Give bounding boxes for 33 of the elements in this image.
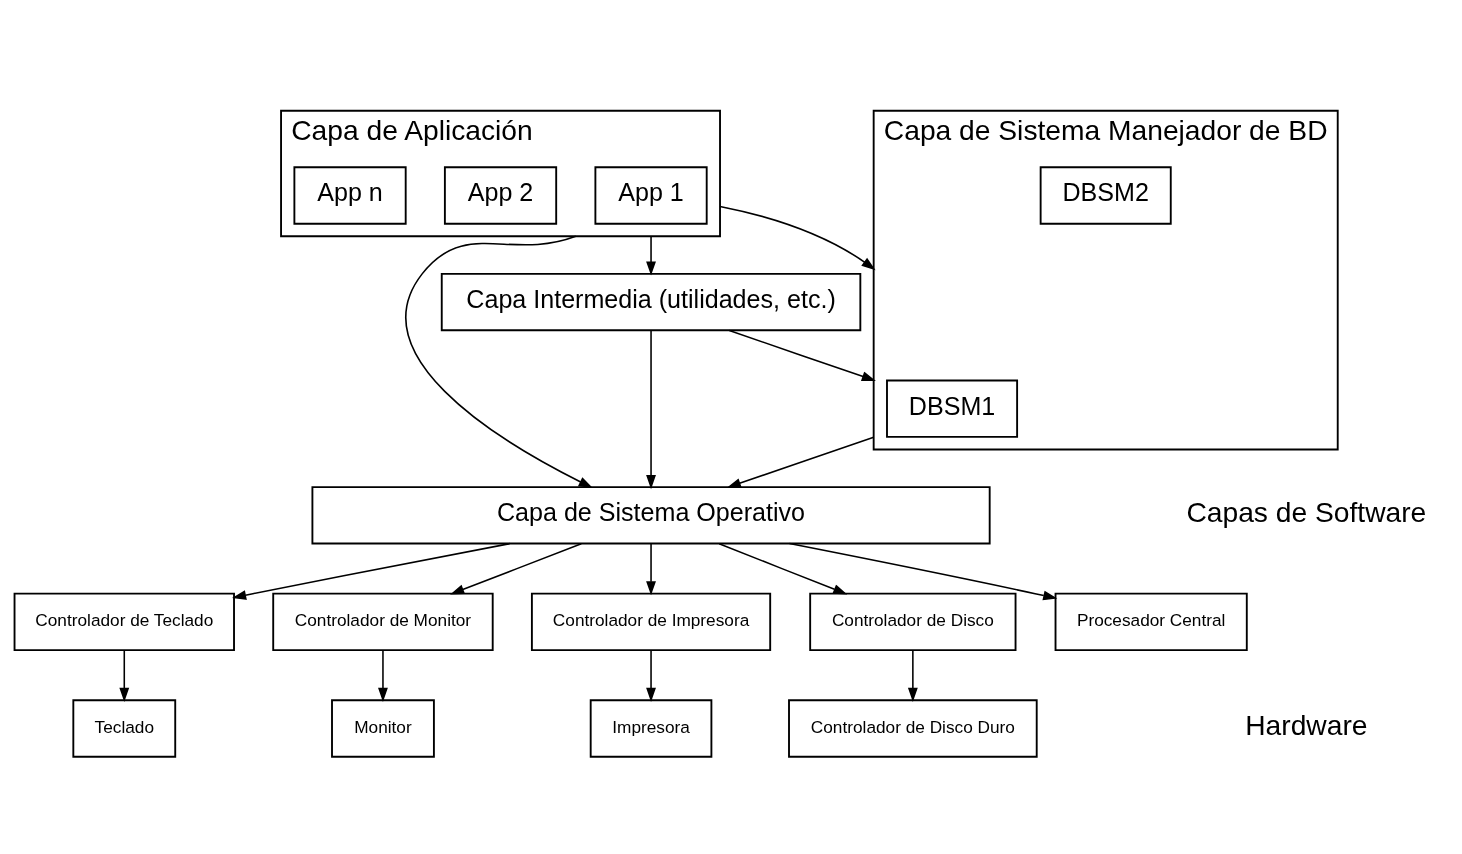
- node-box: DBSM2: [1039, 165, 1172, 225]
- arrow: [646, 329, 656, 489]
- node-box: Impresora: [589, 698, 713, 758]
- node-box: Procesador Central: [1054, 592, 1248, 651]
- node-box: Controlador de Disco Duro: [788, 698, 1038, 758]
- node-box: App 1: [594, 165, 708, 225]
- arrow: [907, 649, 918, 702]
- label: Capas de Software: [1186, 495, 1427, 528]
- node-box: DBSM1: [886, 379, 1019, 438]
- arrow: [405, 234, 593, 488]
- arrow: [788, 542, 1058, 600]
- arrow: [646, 234, 656, 276]
- node-box: App 2: [443, 165, 558, 225]
- arrow: [718, 542, 848, 594]
- node-box: Controlador de Teclado: [13, 592, 235, 651]
- arrow: [726, 435, 875, 488]
- node-box: App n: [293, 165, 407, 225]
- node-box: Monitor: [331, 698, 435, 758]
- node-box: Teclado: [72, 698, 177, 758]
- label: Hardware: [1245, 708, 1368, 741]
- node-box: Capa de Sistema Operativo: [311, 485, 991, 544]
- arrow: [450, 542, 583, 594]
- node-box: Capa Intermedia (utilidades, etc.): [440, 272, 862, 331]
- arrow: [378, 649, 388, 702]
- node-box: Controlador de Impresora: [530, 592, 772, 651]
- arrow: [728, 329, 876, 381]
- node-box: Controlador de Monitor: [272, 592, 494, 651]
- arrow: [646, 649, 656, 702]
- arrow: [232, 542, 511, 600]
- arrow: [719, 205, 876, 270]
- arrow: [119, 649, 130, 702]
- node-box: Controlador de Disco: [809, 592, 1017, 651]
- arrow: [646, 542, 656, 595]
